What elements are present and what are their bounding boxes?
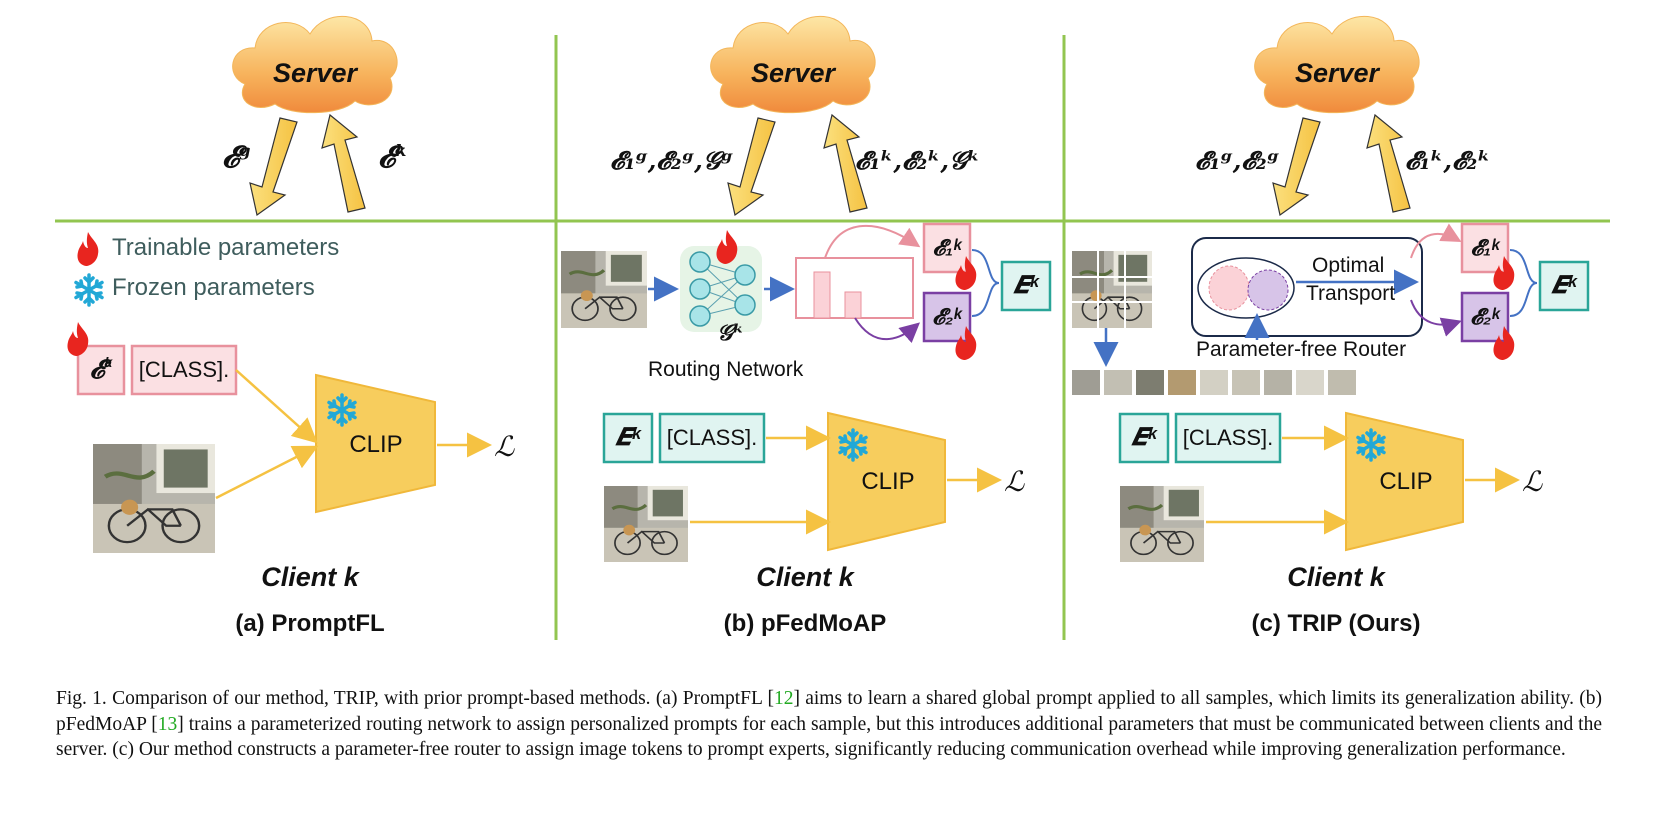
- clip-label-a: CLIP: [349, 431, 403, 458]
- citation-link-12[interactable]: 12: [773, 688, 794, 709]
- upload-arrow-b: [823, 113, 868, 213]
- optimal-transport-line1: Optimal: [1312, 254, 1385, 277]
- caption-text-3: ] trains a parameterized routing network…: [56, 713, 1602, 761]
- download-arrow-c: [1272, 117, 1321, 217]
- prompt-box-b: [602, 412, 654, 464]
- combined-prompt-box-b: [1000, 260, 1052, 312]
- class-token-c: [CLASS].: [1182, 425, 1274, 450]
- expert2-label-c: 𝓔₂ᵏ: [1470, 304, 1500, 329]
- clip-label-b: CLIP: [861, 468, 915, 495]
- flame-icon: [77, 232, 99, 266]
- download-arrow-a: [249, 117, 298, 217]
- figure: Server Server Server 𝓔g 𝓔k 𝓔₁ᵍ,𝓔₂ᵍ,𝒢ᵍ 𝓔₁…: [55, 15, 1610, 640]
- class-token-a: [CLASS].: [138, 357, 230, 382]
- expert2-label-b: 𝓔₂ᵏ: [932, 304, 962, 329]
- routing-network-symbol: 𝒢ᵏ: [717, 320, 745, 346]
- citation-link-13[interactable]: 13: [157, 713, 178, 735]
- loss-symbol-a: ℒ: [494, 430, 515, 463]
- sample-image-c: [1118, 484, 1206, 564]
- caption-text-2: ] aims to learn a shared global prompt a…: [56, 688, 1603, 735]
- prompt-symbol-b: 𝑬ᵏ: [615, 424, 641, 451]
- upload-arrow-c: [1366, 113, 1411, 213]
- routing-network-label: Routing Network: [648, 358, 804, 381]
- brace-b: [971, 249, 1000, 317]
- parameter-free-router-label: Parameter-free Router: [1196, 338, 1407, 361]
- combined-prompt-box-c: [1538, 260, 1590, 312]
- local-params-label-b: 𝓔₁ᵏ,𝓔₂ᵏ,𝒢ᵏ: [855, 146, 981, 175]
- snowflake-icon: [74, 273, 104, 307]
- sample-image-b: [602, 484, 690, 564]
- caption-text-1: Comparison of our method, TRIP, with pri…: [112, 688, 774, 709]
- expert1-box-c: [1460, 222, 1510, 274]
- global-prompt-label-a: 𝓔g: [222, 140, 251, 175]
- sample-image-a: [93, 444, 215, 553]
- caption-label: Fig. 1.: [56, 688, 107, 709]
- patch-grid: [1072, 251, 1152, 328]
- figure-caption: Fig. 1. Comparison of our method, TRIP, …: [56, 686, 1602, 763]
- expert2-box-c: [1460, 291, 1510, 343]
- local-prompt-label-a: 𝓔k: [378, 140, 407, 175]
- class-token-b: [CLASS].: [666, 425, 758, 450]
- subtitle-promptfl: (a) PromptFL: [235, 610, 385, 637]
- subtitle-trip: (c) TRIP (Ours): [1251, 610, 1421, 637]
- download-arrow-b: [727, 117, 776, 217]
- sample-image-b-top: [559, 249, 649, 330]
- loss-symbol-b: ℒ: [1004, 465, 1025, 498]
- optimal-transport-line2: Transport: [1306, 282, 1396, 305]
- expert1-box-b: [922, 222, 972, 274]
- expert2-box-b: [922, 291, 972, 343]
- prompt-symbol-c: 𝑬ᵏ: [1131, 424, 1157, 451]
- sample-image-c-top: [1070, 249, 1154, 330]
- server-label-b: Server: [750, 58, 836, 88]
- subtitle-pfedmoap: (b) pFedMoAP: [723, 610, 887, 637]
- server-label-a: Server: [272, 58, 358, 88]
- upload-arrow-a: [321, 113, 366, 213]
- routing-network-nodes: [689, 251, 756, 327]
- client-label-c: Client k: [1287, 562, 1385, 592]
- client-label-a: Client k: [261, 562, 359, 592]
- clip-label-c: CLIP: [1379, 468, 1433, 495]
- prompt-box-a: [76, 344, 126, 396]
- figure-canvas: [55, 15, 1610, 640]
- legend-frozen: Frozen parameters: [112, 274, 315, 301]
- local-params-label-c: 𝓔₁ᵏ,𝓔₂ᵏ: [1405, 146, 1491, 175]
- loss-symbol-c: ℒ: [1522, 465, 1543, 498]
- class-box-b: [658, 412, 766, 464]
- class-box-c: [1174, 412, 1282, 464]
- legend-trainable: Trainable parameters: [112, 234, 340, 261]
- combined-prompt-label-c: 𝑬ᵏ: [1551, 272, 1577, 299]
- global-params-label-b: 𝓔₁ᵍ,𝓔₂ᵍ,𝒢ᵍ: [610, 146, 734, 175]
- expert1-label-c: 𝓔₁ᵏ: [1470, 235, 1500, 260]
- client-label-b: Client k: [756, 562, 854, 592]
- combined-prompt-label-b: 𝑬ᵏ: [1013, 272, 1039, 299]
- image-tokens: [1072, 370, 1356, 395]
- expert1-label-b: 𝓔₁ᵏ: [932, 235, 962, 260]
- server-label-c: Server: [1294, 58, 1380, 88]
- prompt-box-c: [1118, 412, 1170, 464]
- global-params-label-c: 𝓔₁ᵍ,𝓔₂ᵍ: [1195, 146, 1280, 175]
- brace-c: [1509, 249, 1538, 317]
